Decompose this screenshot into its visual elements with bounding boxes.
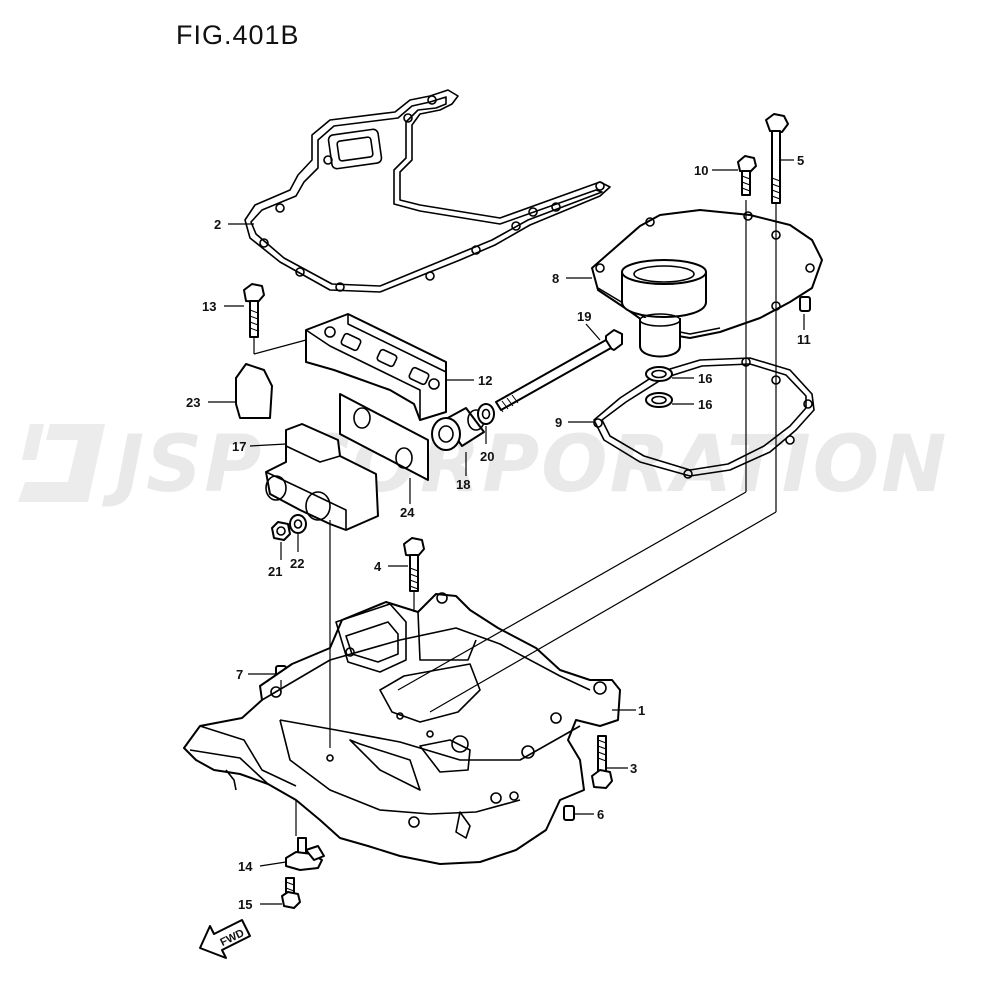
- figure-title: FIG.401B: [176, 20, 300, 50]
- callout-9: 9: [555, 415, 562, 430]
- washer-part-22: [289, 514, 307, 534]
- callout-10: 10: [694, 163, 708, 178]
- o-ring-part-16: [645, 366, 673, 408]
- callout-8: 8: [552, 271, 559, 286]
- callout-24: 24: [400, 505, 415, 520]
- mount-part-17: [265, 423, 379, 531]
- housing-part-1: [183, 592, 621, 865]
- callout-6: 6: [597, 807, 604, 822]
- bolt-part-3: [591, 735, 613, 789]
- bolt-part-10: [737, 155, 757, 196]
- gasket-part-2: [244, 89, 611, 293]
- cover-part-8: [591, 209, 823, 358]
- callout-5: 5: [797, 153, 804, 168]
- callout-18: 18: [456, 477, 470, 492]
- callout-21: 21: [268, 564, 282, 579]
- washer-part-20: [477, 403, 495, 425]
- dowel-pin-part-11: [799, 296, 811, 312]
- callout-15: 15: [238, 897, 252, 912]
- callout-13: 13: [202, 299, 216, 314]
- callout-22: 22: [290, 556, 304, 571]
- callout-16-lower: 16: [698, 397, 712, 412]
- callout-labels: 1 2 3 4 5 6 7 8 9 10 11 12 13 14 15 16 1…: [186, 153, 811, 912]
- bolt-part-13: [243, 283, 265, 338]
- callout-7: 7: [236, 667, 243, 682]
- callout-17: 17: [232, 439, 246, 454]
- callout-23: 23: [186, 395, 200, 410]
- callout-12: 12: [478, 373, 492, 388]
- bracket-part-12: [305, 313, 447, 421]
- alignment-lines: [253, 200, 777, 836]
- callout-4: 4: [374, 559, 382, 574]
- callout-20: 20: [480, 449, 494, 464]
- callout-3: 3: [630, 761, 637, 776]
- shim-part-23: [235, 363, 273, 419]
- callout-19: 19: [577, 309, 591, 324]
- nut-part-21: [271, 521, 291, 541]
- callout-11: 11: [797, 332, 811, 347]
- dowel-pin-part-6: [563, 805, 575, 821]
- fitting-part-14: [285, 837, 325, 871]
- callout-leaders: [208, 159, 805, 905]
- bolt-part-5: [765, 113, 789, 204]
- callout-16-upper: 16: [698, 371, 712, 386]
- plate-part-24: [339, 393, 429, 481]
- fwd-arrow-icon: FWD: [199, 919, 251, 959]
- callout-1: 1: [638, 703, 645, 718]
- bolt-part-15: [281, 877, 301, 909]
- long-bolt-part-19: [495, 329, 623, 413]
- bolt-part-4: [403, 537, 425, 592]
- callout-2: 2: [214, 217, 221, 232]
- callout-14: 14: [238, 859, 253, 874]
